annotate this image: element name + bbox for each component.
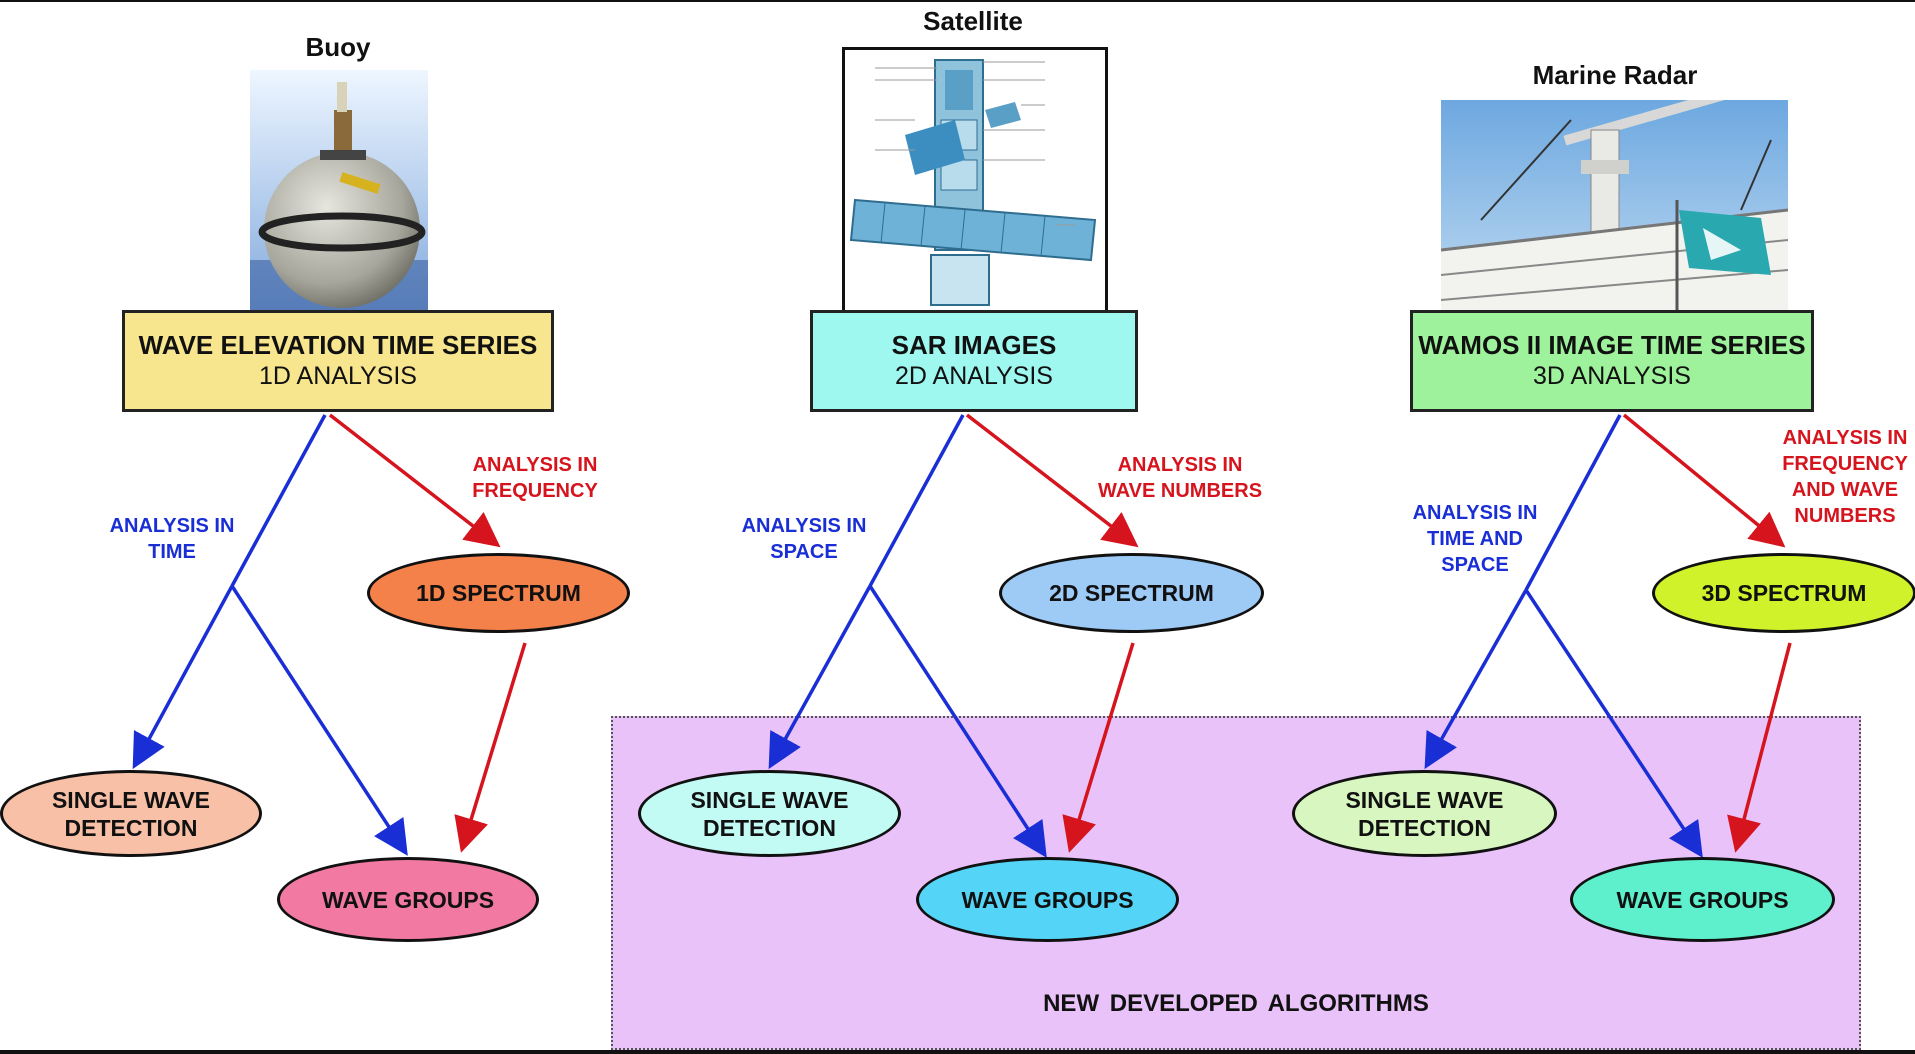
buoy-blue-trunk: [230, 414, 327, 587]
sat-blue-to-groups: [868, 585, 1047, 858]
radar-blue-to-groups: [1524, 589, 1703, 858]
buoy-spectrum-to-groups: [454, 642, 527, 853]
marine-radar-title: Marine Radar: [1532, 60, 1698, 90]
sat-blue-trunk: [868, 414, 965, 587]
sat-red-to-spectrum: [965, 413, 1139, 548]
wave-elevation-subtitle: 1D ANALYSIS: [259, 362, 417, 390]
radar-spectrum-to-groups: [1727, 642, 1792, 853]
radar-blue-to-single: [1424, 589, 1528, 770]
sar-images-title: SAR IMAGES: [891, 330, 1057, 360]
wamos-box: WAMOS II IMAGE TIME SERIES 3D ANALYSIS: [1410, 310, 1814, 412]
buoy-photo: [250, 70, 428, 320]
wamos-subtitle: 3D ANALYSIS: [1533, 362, 1691, 390]
radar-red-to-spectrum: [1622, 413, 1786, 548]
sat-spectrum-to-groups: [1062, 642, 1135, 853]
wave-elevation-title: WAVE ELEVATION TIME SERIES: [138, 330, 538, 360]
sat-blue-to-single: [768, 585, 872, 770]
satellite-title: Satellite: [923, 6, 1023, 36]
buoy-title: Buoy: [305, 32, 371, 62]
radar-wave-groups-node: WAVE GROUPS: [1570, 857, 1835, 942]
top-border: [0, 0, 1915, 2]
sar-images-subtitle: 2D ANALYSIS: [895, 362, 1053, 390]
3d-spectrum-node: 3D SPECTRUM: [1652, 553, 1915, 633]
bottom-border: [0, 1050, 1915, 1054]
wamos-title: WAMOS II IMAGE TIME SERIES: [1418, 330, 1806, 360]
marine-radar-photo: [1441, 100, 1788, 322]
sat-wave-groups-node: WAVE GROUPS: [916, 857, 1179, 942]
buoy-wave-groups-node: WAVE GROUPS: [277, 857, 539, 942]
buoy-blue-to-groups: [230, 585, 408, 856]
new-algorithms-label: NEW DEVELOPED ALGORITHMS: [1043, 990, 1429, 1017]
1d-spectrum-node: 1D SPECTRUM: [367, 553, 630, 633]
buoy-blue-to-single: [132, 585, 234, 770]
satellite-diagram: [842, 47, 1108, 319]
wave-elevation-box: WAVE ELEVATION TIME SERIES 1D ANALYSIS: [122, 310, 554, 412]
radar-blue-trunk: [1524, 414, 1622, 591]
buoy-red-to-spectrum: [328, 413, 501, 548]
2d-spectrum-node: 2D SPECTRUM: [999, 553, 1264, 633]
sar-images-box: SAR IMAGES 2D ANALYSIS: [810, 310, 1138, 412]
